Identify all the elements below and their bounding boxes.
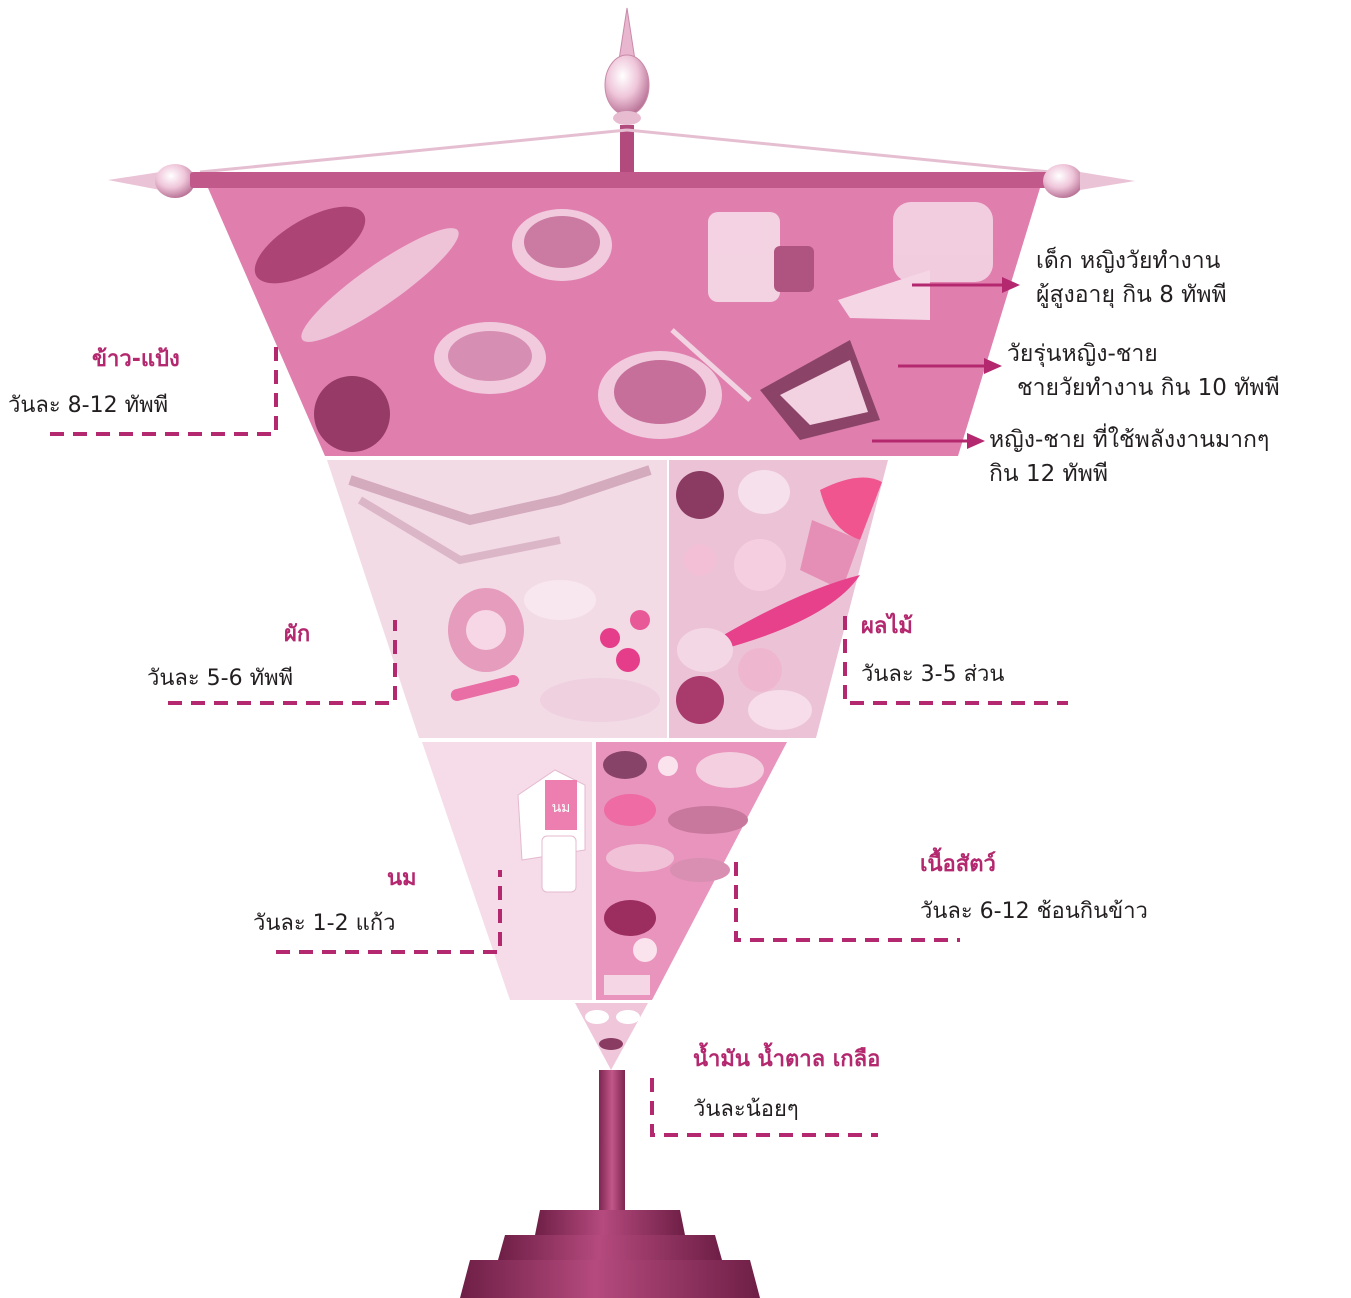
veg-amount: วันละ 5-6 ทัพพี (147, 660, 293, 695)
flag-string-left (200, 130, 627, 172)
rice-title: ข้าว-แป้ง (92, 341, 180, 376)
rice-note-1-line2: ผู้สูงอายุ กิน 8 ทัพพี (1036, 278, 1227, 312)
rice-note-1-line1: เด็ก หญิงวัยทำงาน (1036, 244, 1227, 278)
milk-carton-label: นม (552, 799, 571, 815)
rice-note-1: เด็ก หญิงวัยทำงาน ผู้สูงอายุ กิน 8 ทัพพี (1036, 244, 1227, 312)
veg-title: ผัก (284, 616, 310, 651)
milk-title: นม (387, 860, 417, 895)
rice-note-2-line2: ชายวัยทำงาน กิน 10 ทัพพี (1007, 371, 1280, 405)
rice-amount: วันละ 8-12 ทัพพี (8, 387, 168, 422)
rice-note-3: หญิง-ชาย ที่ใช้พลังงานมากๆ กิน 12 ทัพพี (989, 423, 1269, 491)
fruit-title: ผลไม้ (861, 608, 913, 643)
fruit-amount: วันละ 3-5 ส่วน (861, 656, 1004, 691)
flag-string-right (627, 130, 1050, 172)
rice-note-2: วัยรุ่นหญิง-ชาย ชายวัยทำงาน กิน 10 ทัพพี (1007, 337, 1280, 405)
oil-amount: วันละน้อยๆ (693, 1091, 799, 1126)
meat-amount: วันละ 6-12 ช้อนกินข้าว (920, 893, 1148, 928)
milk-amount: วันละ 1-2 แก้ว (253, 905, 395, 940)
rice-note-2-line1: วัยรุ่นหญิง-ชาย (1007, 337, 1280, 371)
rice-note-3-line1: หญิง-ชาย ที่ใช้พลังงานมากๆ (989, 423, 1269, 457)
flag-finial (605, 8, 649, 175)
oil-title: น้ำมัน น้ำตาล เกลือ (693, 1041, 880, 1076)
rice-note-3-line2: กิน 12 ทัพพี (989, 457, 1269, 491)
meat-title: เนื้อสัตว์ (920, 846, 996, 881)
